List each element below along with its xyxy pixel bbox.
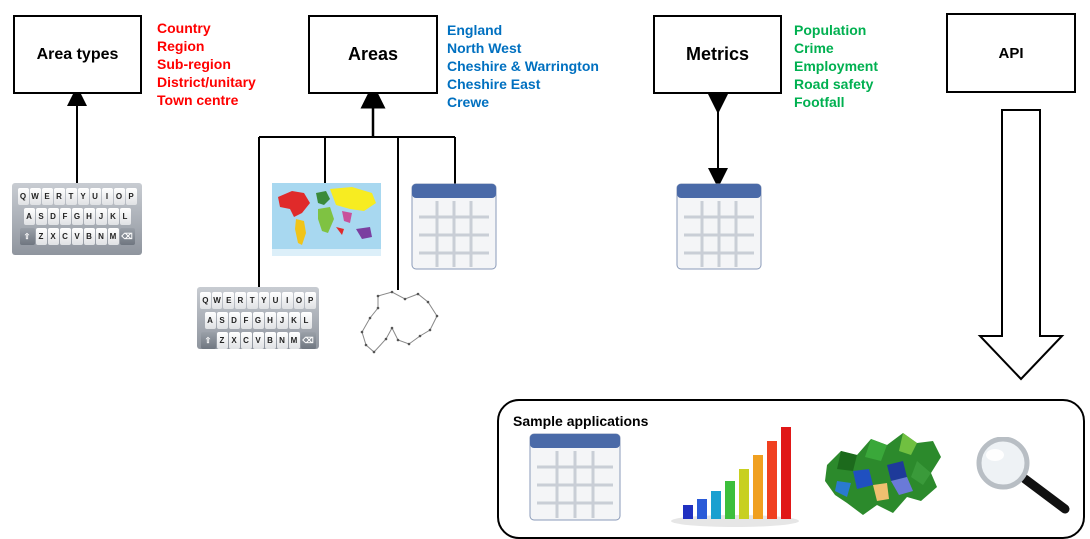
key: I [281,292,293,309]
list-item: North West [447,40,522,56]
key: J [95,208,107,225]
key: V [252,332,264,349]
key: J [276,312,288,329]
list-item: Road safety [794,76,874,92]
list-item: England [447,22,503,38]
backspace-key-icon: ⌫ [300,332,316,349]
list-item: Sub-region [157,56,231,72]
key: H [264,312,276,329]
key: Q [17,188,29,205]
key: Y [258,292,270,309]
key: G [252,312,264,329]
key: R [235,292,246,309]
key: L [300,312,312,329]
metrics-label: Metrics [685,44,750,64]
polygon-icon [361,291,438,353]
metrics-box: Metrics [653,15,782,94]
key: G [71,208,83,225]
list-item: Country [157,20,211,36]
table-icon [411,183,497,270]
key: Z [35,228,47,245]
key: W [211,292,223,309]
key: C [59,228,71,245]
key: P [125,188,137,205]
api-box: API [946,13,1076,93]
key: M [288,332,300,349]
key: C [240,332,252,349]
key: F [240,312,252,329]
backspace-key-icon: ⌫ [119,228,135,245]
key: Y [77,188,89,205]
key: B [264,332,276,349]
key: U [270,292,281,309]
key: U [89,188,101,205]
key: D [47,208,59,225]
shift-key-icon: ⇧ [200,332,216,349]
bar-chart-icon [671,427,799,527]
api-label: API [998,44,1024,62]
areas-label: Areas [347,44,399,64]
list-item: Town centre [157,92,239,108]
key: Q [199,292,211,309]
key: T [65,188,77,205]
key: E [41,188,53,205]
key: X [47,228,59,245]
key: O [293,292,305,309]
key: P [305,292,317,309]
list-item: Employment [794,58,879,74]
key: E [223,292,235,309]
list-item: Population [794,22,867,38]
key: R [53,188,65,205]
key: H [83,208,95,225]
key: K [107,208,119,225]
key: V [71,228,83,245]
areas-list: England North West Cheshire & Warrington… [447,21,599,111]
area-types-label: Area types [36,45,119,63]
magnifier-icon [976,437,1070,514]
key: L [119,208,131,225]
key: K [288,312,300,329]
key: M [107,228,119,245]
table-icon [676,183,762,270]
choropleth-map-icon [825,433,941,515]
sample-applications-panel: Sample applications [497,399,1085,539]
list-item: Crewe [447,94,490,110]
down-arrow-icon [977,109,1065,381]
key: Z [216,332,228,349]
list-item: District/unitary [157,74,256,90]
list-item: Footfall [794,94,845,110]
key: O [113,188,125,205]
areas-box: Areas [308,15,438,94]
key: N [95,228,107,245]
list-item: Cheshire & Warrington [447,58,599,74]
key: S [216,312,228,329]
metrics-list: Population Crime Employment Road safety … [794,21,878,111]
key: A [204,312,216,329]
list-item: Cheshire East [447,76,541,92]
key: W [29,188,41,205]
table-icon [529,433,621,521]
shift-key-icon: ⇧ [19,228,35,245]
key: D [228,312,240,329]
key: I [101,188,113,205]
list-item: Region [157,38,205,54]
sample-applications-title: Sample applications [513,413,649,429]
key: X [228,332,240,349]
area-types-box: Area types [13,15,142,94]
key: B [83,228,95,245]
key: N [276,332,288,349]
list-item: Crime [794,40,834,56]
key: S [35,208,47,225]
world-map-icon [272,183,381,256]
key: F [59,208,71,225]
area-types-list: Country Region Sub-region District/unita… [157,19,256,109]
key: T [246,292,258,309]
key: A [23,208,35,225]
